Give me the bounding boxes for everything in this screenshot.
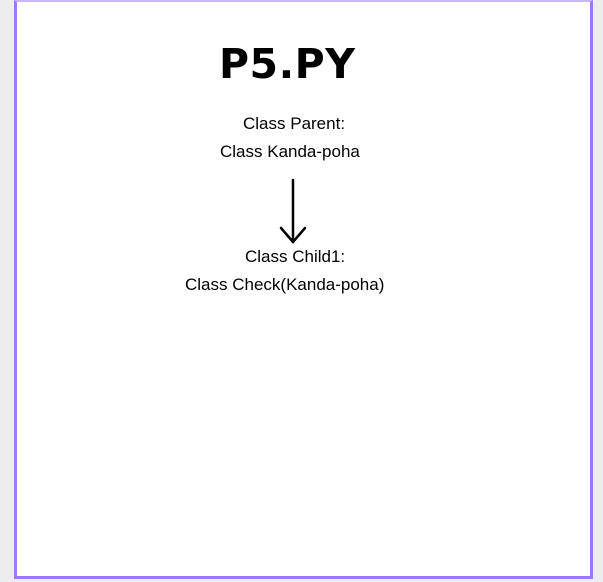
child-class-label: Class Child1: bbox=[245, 247, 346, 266]
parent-class-label: Class Parent: bbox=[243, 114, 346, 133]
diagram-canvas: P5.PY Class Parent: Class Kanda-poha Cla… bbox=[14, 0, 593, 579]
inheritance-arrow-icon bbox=[279, 178, 307, 244]
diagram-title: P5.PY bbox=[219, 40, 356, 88]
parent-class-name: Class Kanda-poha bbox=[220, 142, 360, 161]
child-class-name: Class Check(Kanda-poha) bbox=[185, 275, 385, 294]
